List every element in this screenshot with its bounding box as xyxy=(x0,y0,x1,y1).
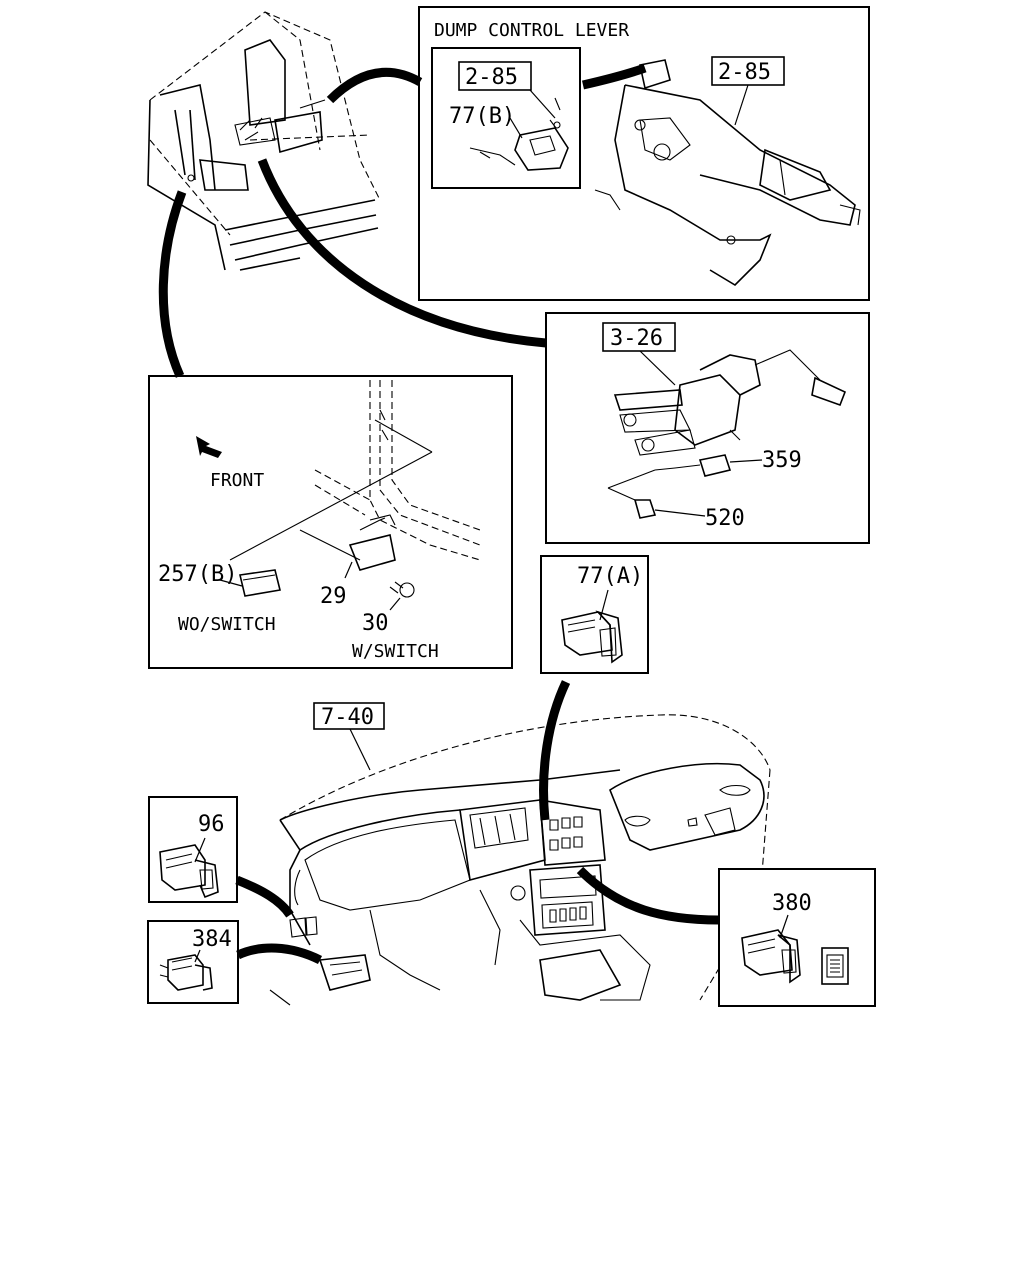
part-359-label: 359 xyxy=(762,448,802,473)
switch-96-drawing xyxy=(159,844,219,899)
valve-panel: 3-26 359 520 xyxy=(545,312,870,544)
plug-520-drawing xyxy=(607,487,657,519)
note-w-switch: W/SWITCH xyxy=(352,641,439,662)
door-pillar-drawing xyxy=(229,380,481,561)
dashboard-illustration: 7-40 xyxy=(269,702,771,1006)
bolt-30-drawing xyxy=(389,581,415,598)
callout-lines xyxy=(158,63,720,965)
ref-box-2-85-small xyxy=(458,61,532,91)
switch-96-panel: 96 xyxy=(148,796,238,903)
part-257b-drawing xyxy=(239,569,281,597)
ref-box-3-26 xyxy=(602,322,676,352)
part-384-label: 384 xyxy=(192,927,232,952)
ref-box-7-40 xyxy=(313,702,385,730)
switch-77b-drawing xyxy=(469,89,569,171)
part-96-label: 96 xyxy=(198,812,225,837)
part-29-label: 29 xyxy=(320,584,347,609)
part-257b-label: 257(B) xyxy=(158,562,237,587)
switch-77a-panel: 77(A) xyxy=(540,555,649,674)
sensor-359-drawing xyxy=(607,454,732,489)
switch-380-drawing xyxy=(741,929,801,984)
switch-77a-drawing xyxy=(561,610,623,664)
ref-7-40: 7-40 xyxy=(321,705,374,730)
part-380-label: 380 xyxy=(772,891,812,916)
front-switch-panel: FRONT 257(B) WO/SWITCH xyxy=(148,375,513,669)
cab-overview-illustration xyxy=(147,11,381,271)
switch-29-drawing xyxy=(299,514,396,571)
ref-2-85-small: 2-85 xyxy=(465,65,518,90)
note-wo-switch: WO/SWITCH xyxy=(178,614,276,635)
dump-lever-drawing xyxy=(594,59,861,287)
part-30-label: 30 xyxy=(362,611,389,636)
part-77b-label: 77(B) xyxy=(449,104,515,129)
part-520-label: 520 xyxy=(705,506,745,531)
dump-control-lever-panel: DUMP CONTROL LEVER 2-85 77(B) 2-85 xyxy=(418,6,870,301)
switch-384-panel: 384 xyxy=(147,920,239,1004)
indicator-plate-drawing xyxy=(821,947,849,985)
front-label: FRONT xyxy=(210,470,264,491)
ref-2-85-large: 2-85 xyxy=(718,60,771,85)
part-77a-label: 77(A) xyxy=(577,564,643,589)
switch-384-drawing xyxy=(159,954,213,991)
front-arrow-icon xyxy=(196,436,222,458)
valve-assembly-drawing xyxy=(613,349,847,456)
ref-3-26: 3-26 xyxy=(610,326,663,351)
dump-panel-title: DUMP CONTROL LEVER xyxy=(434,20,629,41)
switch-380-panel: 380 xyxy=(718,868,876,1007)
